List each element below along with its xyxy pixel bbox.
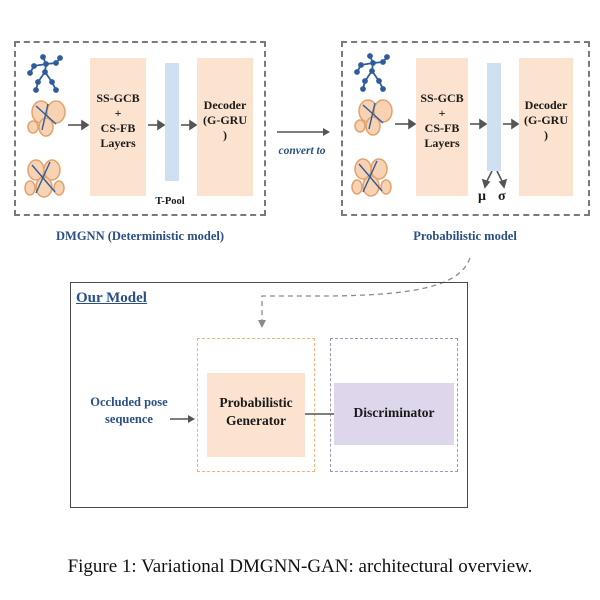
t-pool-block [165, 63, 179, 181]
decoder-label: Decoder (G-GRU ) [203, 98, 247, 142]
skeleton-icon [354, 53, 390, 92]
our-model-title: Our Model [76, 290, 147, 306]
figure-caption: Figure 1: Variational DMGNN-GAN: archite… [67, 556, 533, 577]
body-ellipse-icon [27, 100, 66, 137]
sigma-label: σ [498, 189, 506, 204]
discriminator-dashed-box [330, 338, 458, 472]
generator-dashed-box [197, 338, 315, 472]
latent-block [487, 63, 501, 171]
discriminator-block [334, 383, 454, 445]
t-pool-label: T-Pool [155, 196, 185, 207]
body-ellipse-icon [354, 99, 393, 136]
encoder-block [90, 58, 146, 196]
encoder-label: SS-GCB + CS-FB Layers [420, 91, 464, 150]
deterministic-model-box [14, 41, 266, 216]
decoder-block [197, 58, 253, 196]
occluded-pose-label: Occluded pose sequence [90, 395, 168, 426]
our-model-box [70, 282, 468, 508]
convert-to-label: convert to [278, 145, 326, 157]
generator-block [207, 373, 305, 457]
body-ellipse-icon [351, 158, 392, 197]
encoder-label: SS-GCB + CS-FB Layers [96, 91, 140, 150]
deterministic-caption: DMGNN (Deterministic model) [55, 229, 225, 243]
probabilistic-caption: Probabilistic model [413, 229, 517, 243]
generator-label: Probabilistic Generator [219, 395, 293, 428]
probabilistic-model-box [341, 41, 590, 216]
decoder-block [519, 58, 573, 196]
encoder-block [416, 58, 468, 196]
skeleton-icon [27, 54, 63, 93]
body-ellipse-icon [24, 159, 65, 198]
decoder-label: Decoder (G-GRU ) [524, 98, 568, 142]
mu-label: μ [478, 189, 486, 204]
discriminator-label: Discriminator [353, 405, 435, 420]
